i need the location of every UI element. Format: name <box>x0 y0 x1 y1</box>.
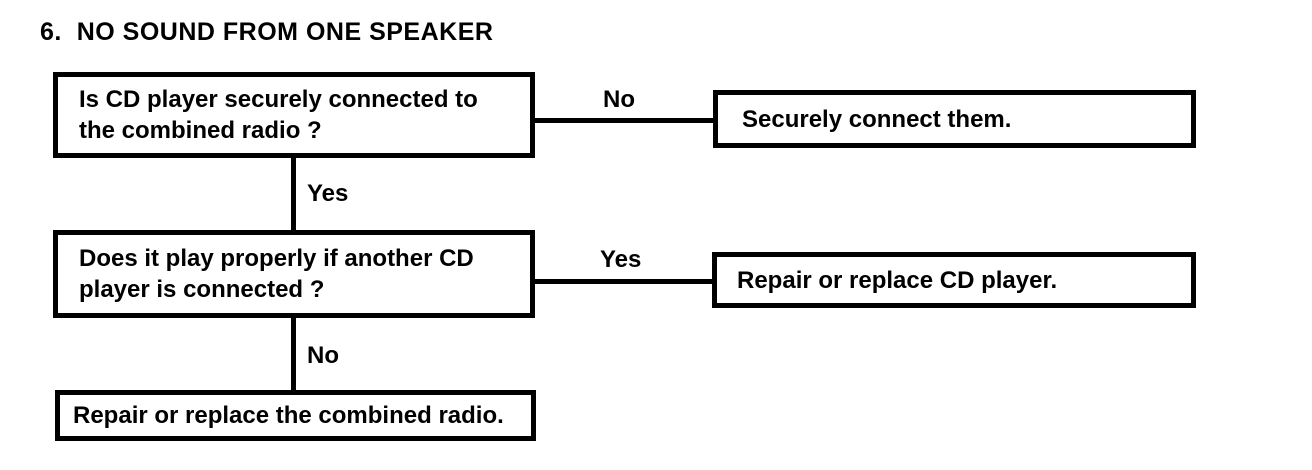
action-box-text: Repair or replace the combined radio. <box>73 402 504 429</box>
decision-box-text-line: the combined radio ? <box>79 117 322 144</box>
action-box-text: Securely connect them. <box>742 105 1012 133</box>
decision-box-text-line: Does it play properly if another CD <box>79 245 474 272</box>
branch-label-yes: Yes <box>600 246 642 273</box>
connector-line-q1-to-q2 <box>291 158 296 232</box>
decision-box-text-line: Is CD player securely connected to <box>79 86 478 113</box>
action-box-text: Repair or replace CD player. <box>737 266 1058 294</box>
decision-box-another-cd-player: Does it play properly if another CD play… <box>53 230 535 318</box>
branch-label-no: No <box>307 342 339 369</box>
action-box-repair-cd-player: Repair or replace CD player. <box>712 252 1196 308</box>
action-box-repair-combined-radio: Repair or replace the combined radio. <box>55 390 536 441</box>
connector-line-q2-to-a2 <box>535 279 712 284</box>
branch-label-yes: Yes <box>307 180 349 207</box>
branch-label-no: No <box>603 86 635 113</box>
decision-box-text-line: player is connected ? <box>79 276 325 303</box>
decision-box-cd-connected: Is CD player securely connected to the c… <box>53 72 535 158</box>
connector-line-q2-to-a3 <box>291 318 296 391</box>
page-title: 6. NO SOUND FROM ONE SPEAKER <box>40 18 494 46</box>
action-box-securely-connect: Securely connect them. <box>713 90 1196 148</box>
connector-line-q1-to-a1 <box>535 118 713 123</box>
